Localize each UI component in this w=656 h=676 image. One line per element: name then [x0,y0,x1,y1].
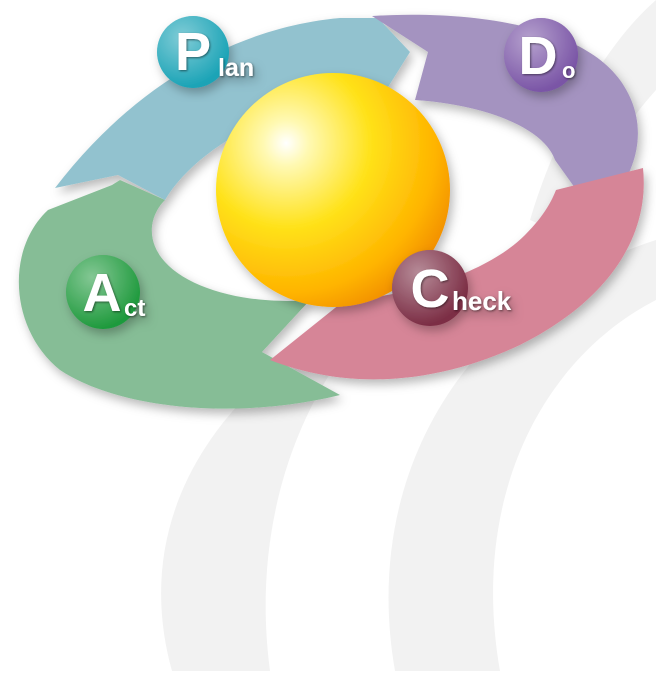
act-badge: A ct [66,255,145,329]
plan-initial: P [175,22,211,82]
watermark-swoosh-left [161,290,400,671]
check-badge: C heck [392,250,512,326]
act-label: ct [124,295,145,322]
check-arrow [270,168,644,380]
do-initial: D [519,26,558,86]
plan-badge: P lan [157,16,254,88]
check-initial: C [411,259,450,319]
plan-arrow [55,18,410,200]
do-label: o [562,58,575,83]
plan-label: lan [218,54,254,82]
check-label: heck [452,286,512,316]
act-initial: A [83,263,122,323]
watermark-swoosh-right [388,240,656,671]
do-badge: D o [504,18,578,92]
center-sphere [216,73,450,307]
act-arrow [18,180,341,409]
